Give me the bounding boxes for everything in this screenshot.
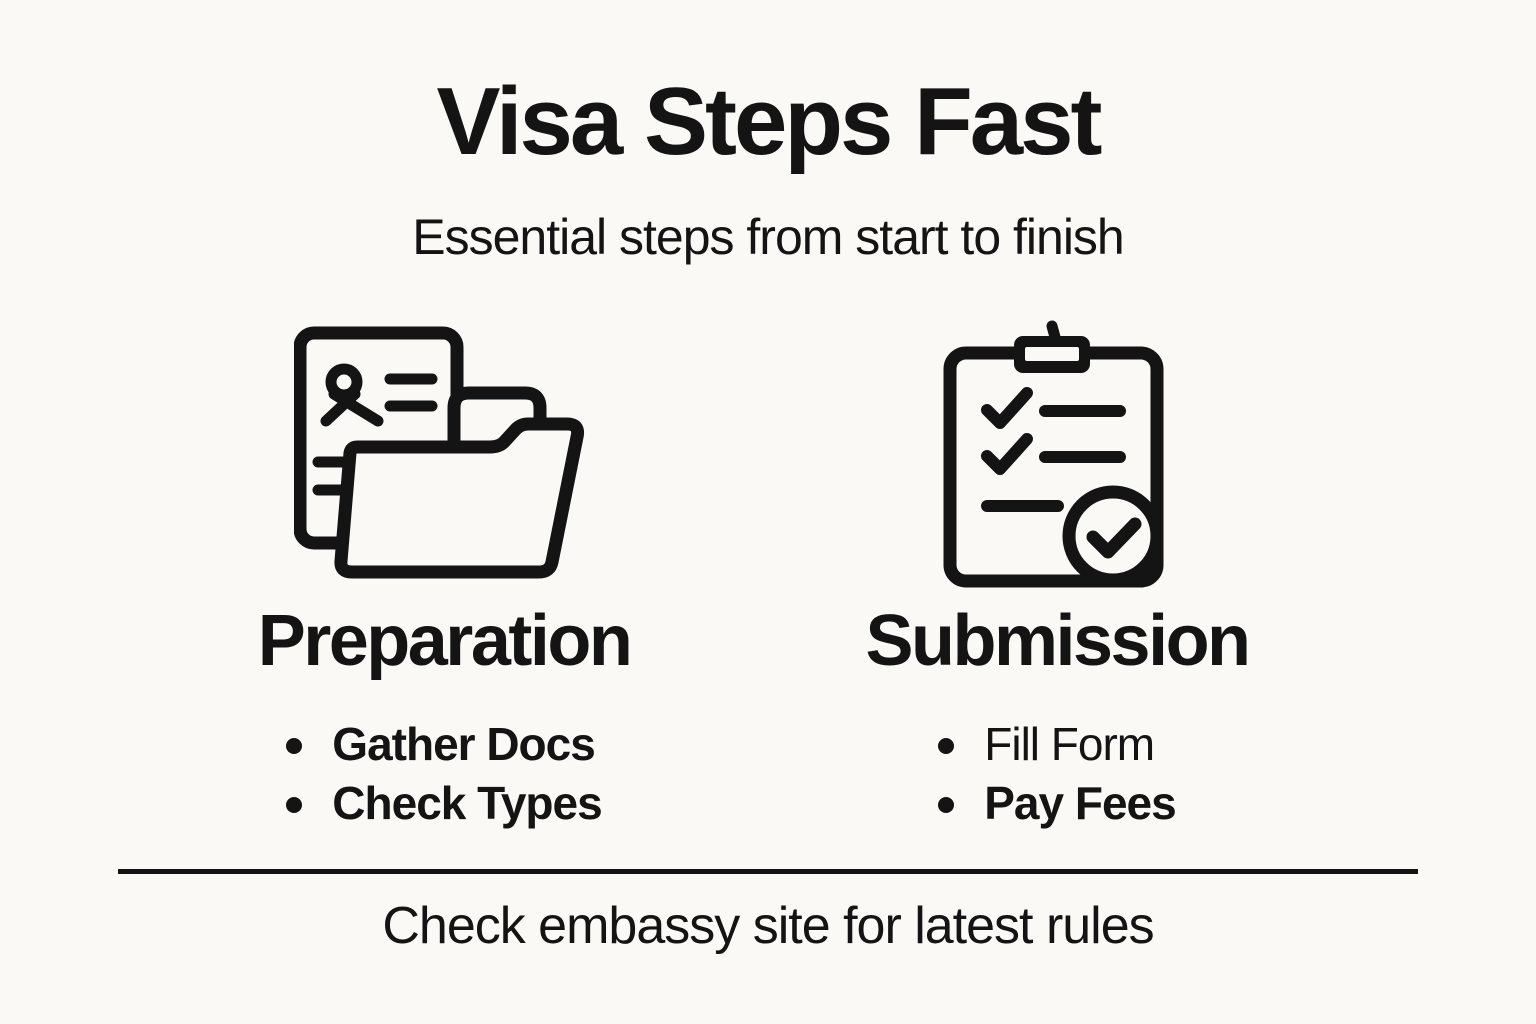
submission-heading: Submission bbox=[865, 601, 1251, 681]
bullet-dot: • bbox=[286, 738, 303, 754]
preparation-heading: Preparation bbox=[257, 601, 633, 681]
column-submission: Submission • Fill Form • Pay Fees bbox=[747, 305, 1367, 834]
bullet-dot: • bbox=[938, 797, 955, 814]
bullet-dot: • bbox=[286, 797, 303, 814]
footer-divider-line bbox=[118, 869, 1418, 874]
bullet-check-types: • Check Types bbox=[286, 774, 603, 833]
preparation-bullets: • Gather Docs • Check Types bbox=[286, 715, 603, 834]
submission-icon-box bbox=[942, 305, 1172, 605]
bullet-fill-form: • Fill Form bbox=[938, 715, 1175, 774]
footer-note: Check embassy site for latest rules bbox=[382, 897, 1154, 955]
bullet-pay-fees: • Pay Fees bbox=[938, 774, 1177, 833]
page-title: Visa Steps Fast bbox=[436, 68, 1103, 175]
page-subtitle: Essential steps from start to finish bbox=[412, 209, 1125, 265]
bullet-label: Fill Form bbox=[984, 718, 1155, 770]
column-preparation: Preparation • Gather Docs • Check Types bbox=[134, 305, 754, 834]
documents-folder-icon bbox=[294, 326, 584, 579]
bullet-label: Pay Fees bbox=[984, 777, 1176, 830]
bullet-gather-docs: • Gather Docs bbox=[286, 715, 601, 774]
checklist-clipboard-icon bbox=[943, 320, 1164, 587]
bullet-label: Gather Docs bbox=[332, 718, 596, 770]
submission-bullets: • Fill Form • Pay Fees bbox=[938, 715, 1177, 834]
preparation-icon-box bbox=[294, 305, 594, 605]
bullet-dot: • bbox=[938, 738, 955, 754]
bullet-label: Check Types bbox=[332, 777, 602, 830]
